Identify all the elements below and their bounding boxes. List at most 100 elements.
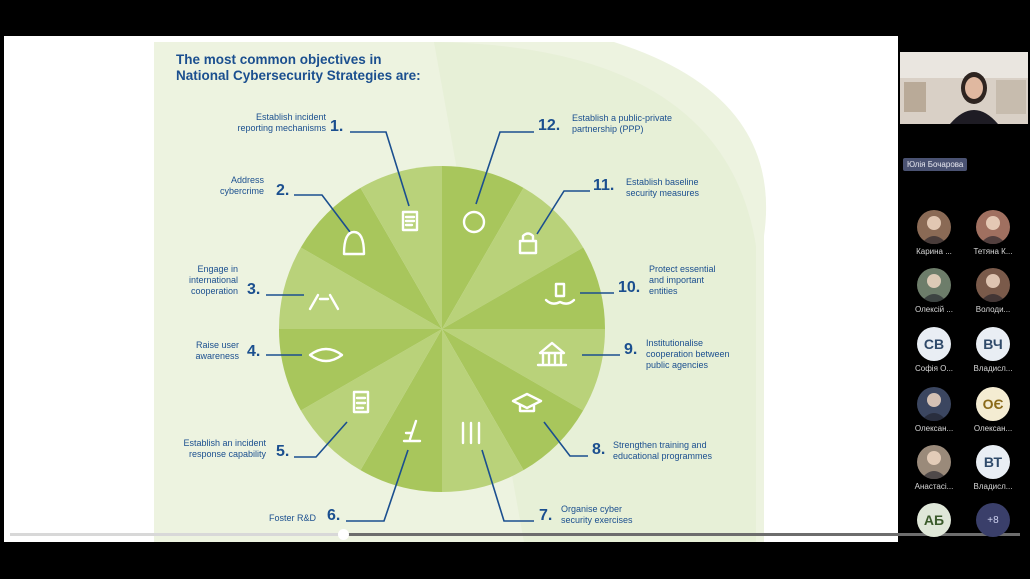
objective-9-line-2: cooperation between: [646, 349, 730, 359]
participant-photo: [917, 445, 951, 479]
objective-11-number: 11.: [593, 177, 615, 194]
objective-11-line-2: security measures: [626, 188, 700, 198]
wheel-segment: [279, 247, 442, 329]
objective-7-label: Organise cyber security exercises: [561, 504, 671, 526]
objective-3-line-3: cooperation: [190, 286, 238, 296]
protected-hands-icon: [544, 282, 576, 305]
slide-title-line-2: National Cybersecurity Strategies are:: [176, 68, 421, 83]
participant-avatar: АБ: [917, 503, 951, 537]
participant-tile[interactable]: ВТ Владисл...: [963, 445, 1023, 491]
sliders-icon: [461, 421, 481, 445]
participant-tile[interactable]: Тетяна К...: [963, 210, 1023, 256]
presenter-video[interactable]: [900, 52, 1028, 124]
wheel-segment: [442, 329, 524, 492]
participant-avatar: +8: [976, 503, 1010, 537]
participant-photo: [917, 387, 951, 421]
more-participants-button[interactable]: +8: [963, 503, 1023, 540]
objective-9-line-3: public agencies: [646, 360, 709, 370]
participant-name: Карина ...: [916, 247, 952, 256]
objective-11-line-1: Establish baseline: [626, 177, 699, 187]
participant-avatar: ВЧ: [976, 327, 1010, 361]
participant-name: Анастасі...: [914, 482, 954, 491]
participant-name: Володи...: [975, 305, 1011, 314]
institution-icon: [536, 341, 568, 367]
playback-progress-track[interactable]: [10, 533, 1020, 536]
objective-5-number: 5.: [276, 443, 290, 460]
objective-1-line-2: reporting mechanisms: [237, 123, 326, 133]
objective-7-number: 7.: [539, 507, 553, 524]
participant-photo: [976, 268, 1010, 302]
leader-line: [294, 194, 351, 233]
objective-3-line-2: international: [188, 275, 238, 285]
leader-line: [536, 190, 590, 235]
objective-10-label: Protect essential and important entities: [649, 264, 749, 297]
wheel-icons: [308, 210, 576, 445]
objective-2-label: Address cybercrime: [204, 175, 264, 197]
playback-progress-fill: [10, 533, 344, 536]
wheel-segment: [300, 187, 442, 329]
participant-name: Тетяна К...: [973, 247, 1013, 256]
wheel-segment: [442, 329, 584, 471]
leader-line: [350, 131, 410, 207]
participant-name: Владисл...: [973, 482, 1013, 491]
presenter-video-image: [900, 52, 1028, 124]
objective-7-line-2: security exercises: [561, 515, 633, 525]
participant-tile[interactable]: Володи...: [963, 268, 1023, 314]
participant-avatar: ВТ: [976, 445, 1010, 479]
participant-tile[interactable]: Карина ...: [904, 210, 964, 256]
objective-8-line-2: educational programmes: [613, 451, 713, 461]
wheel-segment: [442, 247, 605, 329]
participant-name: Владисл...: [973, 364, 1013, 373]
lock-shield-icon: [518, 232, 538, 255]
participant-tile[interactable]: ВЧ Владисл...: [963, 327, 1023, 373]
graduation-cap-icon: [511, 392, 543, 413]
participant-tile[interactable]: Анастасі...: [904, 445, 964, 491]
leader-line: [294, 421, 348, 458]
wheel-segment: [442, 187, 584, 329]
objective-9-label: Institutionalise cooperation between pub…: [646, 338, 756, 371]
participant-tile[interactable]: АБ: [904, 503, 964, 540]
incident-response-icon: [352, 390, 370, 414]
objective-3-line-1: Engage in: [197, 264, 238, 274]
participant-name: Софія О...: [914, 364, 954, 373]
objective-5-line-2: response capability: [188, 449, 266, 459]
wheel-segment: [360, 329, 442, 492]
participant-tile[interactable]: Олексан...: [904, 387, 964, 433]
objective-3-number: 3.: [247, 281, 261, 298]
participant-name: Олексан...: [914, 424, 954, 433]
objective-12-line-2: partnership (PPP): [572, 124, 644, 134]
objective-10-line-1: Protect essential: [649, 264, 716, 274]
objective-1-label: Establish incident reporting mechanisms: [222, 112, 326, 134]
eye-icon: [308, 347, 344, 363]
objective-2-line-1: Address: [230, 175, 264, 185]
objective-2-number: 2.: [276, 182, 290, 199]
participant-name: Олексій ...: [915, 305, 953, 314]
objective-5-label: Establish an incident response capabilit…: [154, 438, 266, 460]
report-icon: [401, 210, 419, 232]
participant-photo: [917, 210, 951, 244]
wheel-segment: [360, 166, 442, 329]
objective-11-label: Establish baseline security measures: [626, 177, 736, 199]
objective-4-label: Raise user awareness: [179, 340, 239, 362]
presenter-name-tag: Юлія Бочарова: [903, 158, 968, 171]
objective-6-number: 6.: [327, 507, 341, 524]
objective-12-number: 12.: [538, 117, 561, 134]
objective-1-number: 1.: [330, 118, 344, 135]
objective-9-line-1: Institutionalise: [646, 338, 704, 348]
objective-2-line-2: cybercrime: [219, 186, 264, 196]
leader-line: [475, 131, 534, 205]
objective-10-number: 10.: [618, 279, 641, 296]
wheel-segment: [442, 329, 605, 411]
participant-avatar: ОЄ: [976, 387, 1010, 421]
objective-10-line-3: entities: [649, 286, 678, 296]
objective-6-line-1: Foster R&D: [268, 513, 316, 523]
participant-tile[interactable]: Олексій ...: [904, 268, 964, 314]
participant-photo: [976, 210, 1010, 244]
objective-10-line-2: and important: [649, 275, 705, 285]
playback-scrubber-handle[interactable]: [338, 529, 350, 540]
shared-slide: The most common objectives in National C…: [4, 36, 898, 542]
gear-network-icon: [462, 210, 486, 234]
